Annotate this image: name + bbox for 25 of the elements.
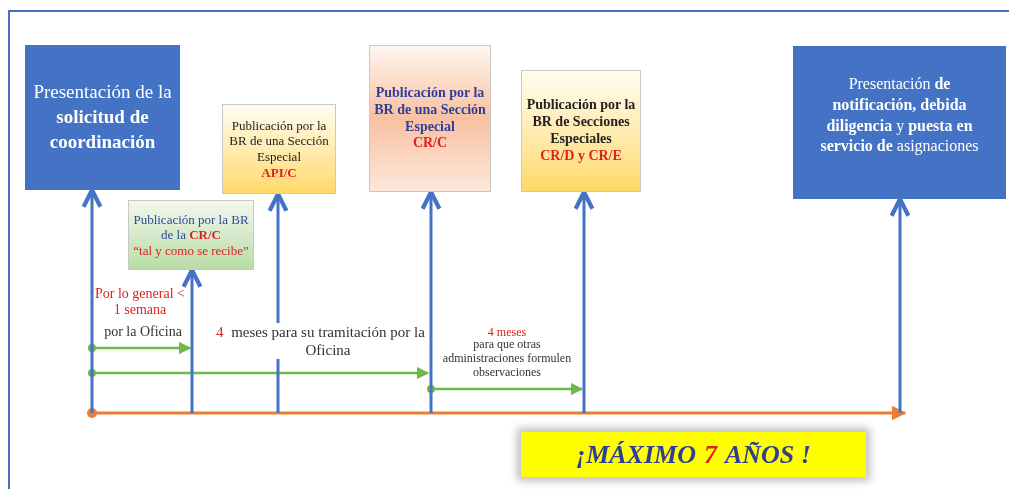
publication-box bbox=[369, 45, 491, 192]
box-text: Publicación por la BR de Secciones Especiales bbox=[526, 97, 636, 148]
highlight-banner bbox=[521, 432, 866, 477]
box-text: Publicación por la BR de una Sección Especial bbox=[228, 117, 330, 165]
box-text: API/C bbox=[260, 164, 298, 181]
box-text: Presentación de notificación, debida diligencia y puesta en servicio de asignaciones bbox=[819, 74, 980, 157]
banner-text: 7 bbox=[703, 439, 717, 471]
box-text: CR/C bbox=[411, 135, 449, 153]
box-text: Presentación de la solicitud de coordinación bbox=[33, 80, 172, 154]
banner-text: AÑOS ! bbox=[724, 439, 811, 471]
timeline-label: 4 meses bbox=[486, 324, 528, 340]
timeline-label: meses para su tramitación por la Oficina bbox=[228, 323, 428, 359]
start-box bbox=[25, 45, 180, 190]
box-text: CR/D y CR/E bbox=[539, 147, 623, 165]
publication-box bbox=[222, 104, 336, 194]
timeline-label: para que otras administraciones formulen observaciones bbox=[441, 338, 573, 380]
publication-box bbox=[128, 200, 254, 270]
box-text: “tal y como se recibe” bbox=[133, 242, 249, 259]
banner-text: ¡MÁXIMO bbox=[576, 439, 696, 471]
box-text: Publicación por la BR de la CR/C bbox=[133, 211, 249, 243]
box-text: Publicación por la BR de una Sección Especial bbox=[374, 84, 486, 136]
timeline-label: por la Oficina bbox=[103, 323, 183, 341]
publication-box bbox=[521, 70, 641, 192]
end-box bbox=[793, 46, 1006, 199]
timeline-label: Por lo general < 1 semana bbox=[94, 286, 186, 319]
